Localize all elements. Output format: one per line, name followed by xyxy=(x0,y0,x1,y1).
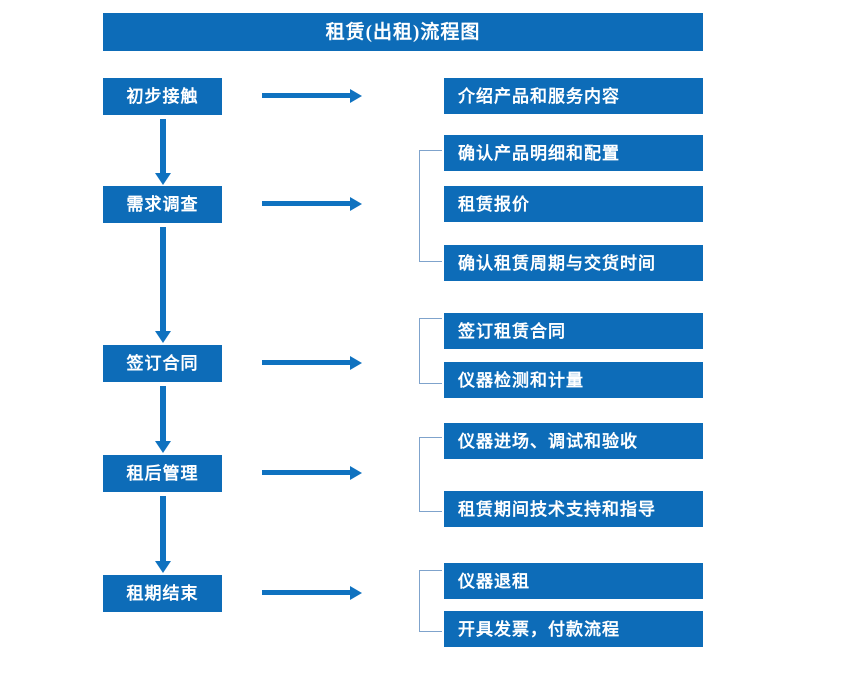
group-bracket-sign-contract xyxy=(419,318,442,384)
detail-node-instrument-inspection[interactable]: 仪器检测和计量 xyxy=(444,362,703,398)
stage-node-initial-contact[interactable]: 初步接触 xyxy=(103,78,222,115)
stage-node-lease-end[interactable]: 租期结束 xyxy=(103,575,222,612)
stage-node-post-lease-management[interactable]: 租后管理 xyxy=(103,455,222,492)
arrow-right-stage3 xyxy=(262,360,351,365)
arrow-down-stage4-to-stage5 xyxy=(160,496,166,562)
arrow-right-stage1 xyxy=(262,93,351,98)
detail-node-introduce-products[interactable]: 介绍产品和服务内容 xyxy=(444,78,703,114)
group-bracket-demand-survey xyxy=(419,150,442,262)
arrow-right-stage2 xyxy=(262,201,351,206)
diagram-title: 租赁(出租)流程图 xyxy=(103,13,703,51)
arrow-down-stage1-to-stage2 xyxy=(160,119,166,174)
detail-node-sign-lease-contract[interactable]: 签订租赁合同 xyxy=(444,313,703,349)
group-bracket-lease-end xyxy=(419,570,442,632)
group-bracket-post-lease xyxy=(419,437,442,512)
stage-node-demand-survey[interactable]: 需求调查 xyxy=(103,186,222,223)
detail-node-confirm-lease-period[interactable]: 确认租赁周期与交货时间 xyxy=(444,245,703,281)
detail-node-confirm-product-spec[interactable]: 确认产品明细和配置 xyxy=(444,135,703,171)
detail-node-instrument-entry-commissioning[interactable]: 仪器进场、调试和验收 xyxy=(444,423,703,459)
detail-node-instrument-return[interactable]: 仪器退租 xyxy=(444,563,703,599)
arrow-right-stage4 xyxy=(262,470,351,475)
detail-node-lease-quotation[interactable]: 租赁报价 xyxy=(444,186,703,222)
detail-node-technical-support[interactable]: 租赁期间技术支持和指导 xyxy=(444,491,703,527)
arrow-right-stage5 xyxy=(262,590,351,595)
arrow-down-stage2-to-stage3 xyxy=(160,227,166,332)
arrow-down-stage3-to-stage4 xyxy=(160,386,166,442)
detail-node-invoice-payment[interactable]: 开具发票，付款流程 xyxy=(444,611,703,647)
stage-node-sign-contract[interactable]: 签订合同 xyxy=(103,345,222,382)
